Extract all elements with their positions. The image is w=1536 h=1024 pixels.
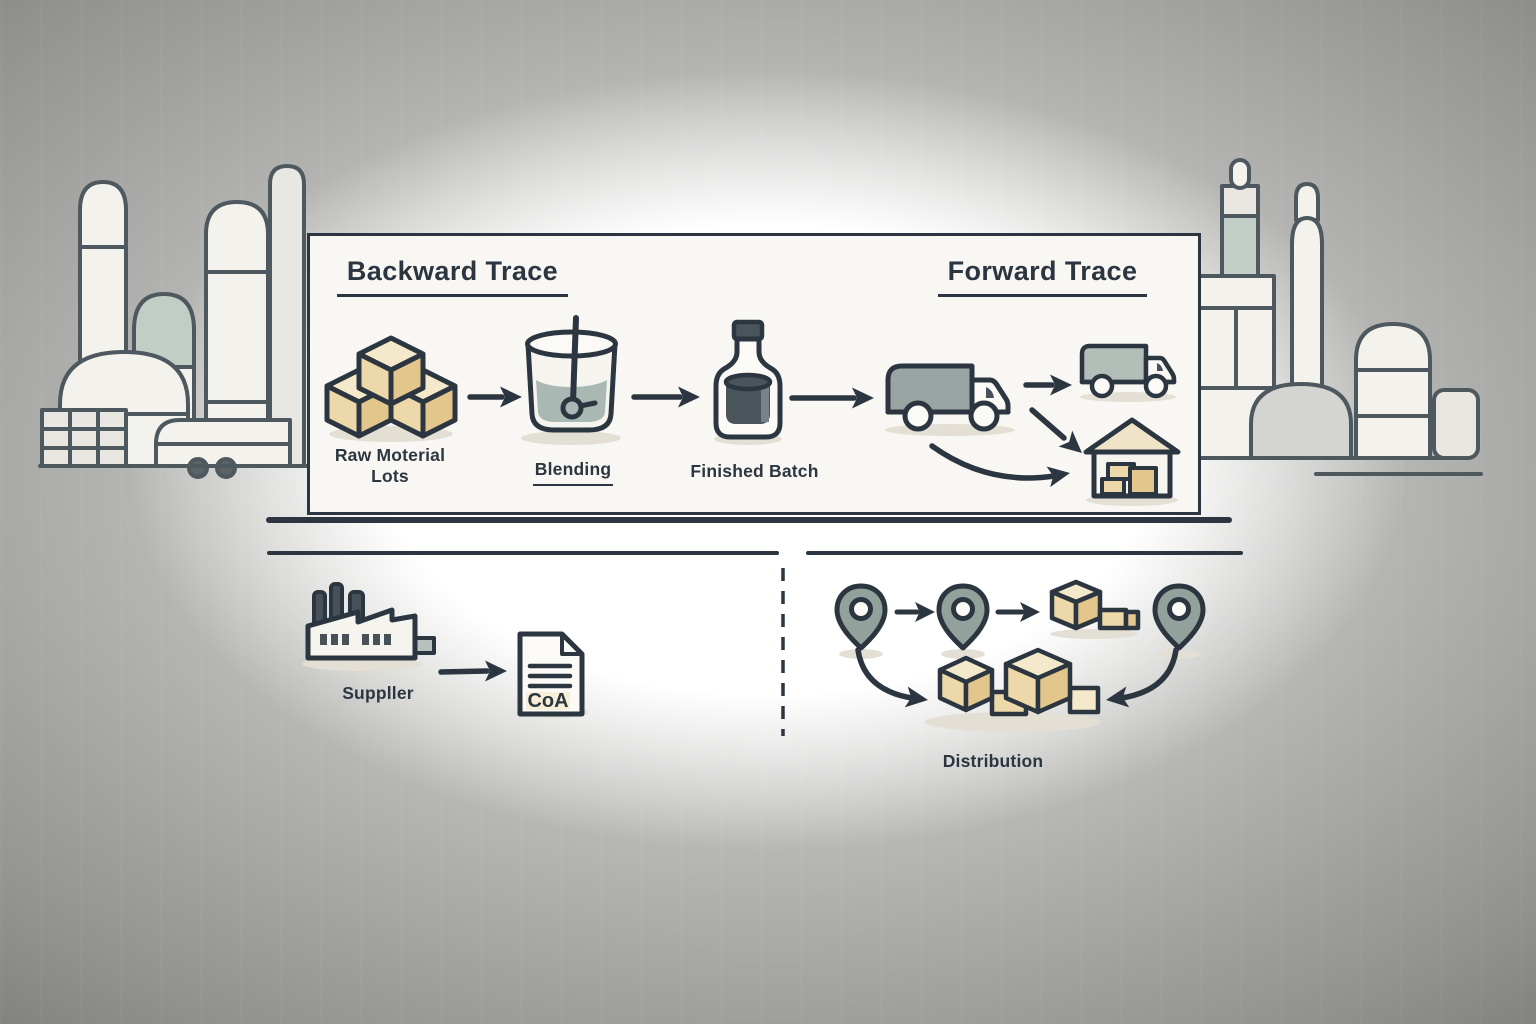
curved-arrow-icon — [1106, 647, 1179, 708]
curved-arrow-icon — [855, 647, 928, 708]
pin-icon — [834, 583, 888, 659]
panel-bottom-divider — [266, 517, 1232, 523]
raw-material-label: Raw Moterial Lots — [334, 445, 446, 487]
arrow-icon — [467, 386, 522, 408]
truck-icon — [1079, 343, 1177, 402]
boxes-icon — [1049, 579, 1141, 639]
arrow-icon — [1023, 374, 1072, 396]
curved-arrow-icon — [929, 443, 1070, 488]
warehouse-icon — [1083, 417, 1181, 506]
pin-icon — [936, 583, 990, 659]
pin-icon — [1152, 583, 1206, 659]
beaker-icon — [521, 315, 621, 445]
distribution-section-divider — [806, 551, 1243, 555]
supplier-section-divider — [267, 551, 779, 555]
factory-skyline-left-icon — [38, 164, 338, 479]
bottle-icon — [713, 319, 783, 445]
finished-batch-label: Finished Batch — [690, 461, 819, 481]
forward-trace-title-text: Forward Trace — [937, 256, 1148, 297]
truck-icon — [885, 363, 1015, 436]
forward-trace-title: Forward Trace — [920, 256, 1165, 297]
cubes-icon — [324, 335, 458, 442]
distribution-label: Distribution — [942, 751, 1044, 771]
supplier-label: Suppller — [342, 683, 414, 703]
dashed-divider — [781, 568, 785, 736]
backward-trace-title-text: Backward Trace — [336, 256, 569, 297]
boxes-icon — [925, 647, 1101, 732]
factory-icon — [302, 582, 436, 671]
arrow-icon — [894, 602, 935, 622]
coa-text: CoA — [527, 690, 568, 712]
factory-skyline-right-icon — [1194, 158, 1483, 476]
arrow-icon — [631, 386, 700, 408]
arrow-icon — [789, 387, 874, 409]
arrow-icon — [1029, 407, 1082, 453]
blending-label-text: Blending — [532, 459, 614, 487]
arrow-icon — [995, 602, 1040, 622]
document-icon: CoA — [517, 631, 588, 718]
blending-label: Blending — [518, 459, 628, 487]
backward-trace-title: Backward Trace — [330, 256, 575, 297]
arrow-icon — [438, 660, 507, 682]
